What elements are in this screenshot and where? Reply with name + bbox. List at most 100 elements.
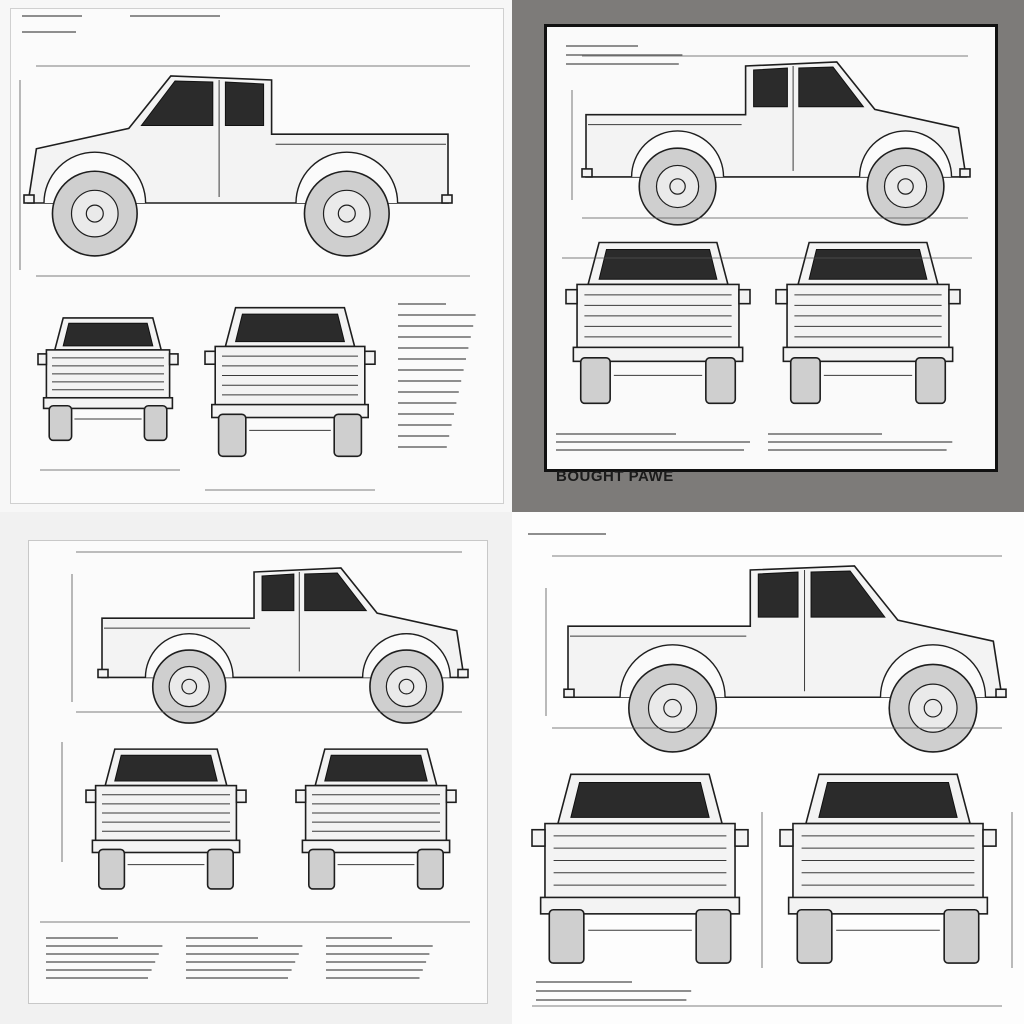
mirror — [531, 828, 546, 847]
mirror — [775, 288, 788, 305]
tire — [705, 357, 737, 405]
rear-bumper — [441, 194, 453, 204]
cab-window — [324, 754, 428, 782]
bumper — [301, 839, 451, 854]
mirror — [295, 789, 307, 804]
mirror — [364, 350, 376, 366]
end-view-truck — [37, 317, 179, 442]
bumper — [91, 839, 241, 854]
bumper — [572, 346, 744, 363]
mirror — [235, 789, 247, 804]
cab-window — [808, 248, 928, 280]
blueprint-panel-bottom-left — [0, 512, 512, 1024]
end-view-truck — [295, 748, 457, 890]
mirror — [445, 789, 457, 804]
mirror — [738, 288, 751, 305]
tire — [695, 908, 732, 964]
front-bumper — [457, 668, 469, 679]
tailgate — [786, 283, 950, 352]
side-window — [304, 572, 368, 612]
tire — [579, 357, 611, 405]
end-view-truck — [779, 773, 997, 964]
bumper — [782, 346, 954, 363]
rear-bumper — [581, 168, 593, 178]
cab-window — [62, 322, 154, 347]
mirror — [85, 789, 97, 804]
tire — [416, 848, 444, 890]
tire — [308, 848, 336, 890]
truck-drawing — [528, 533, 1013, 1007]
panel-caption: BOUGHT PAWE — [556, 468, 674, 485]
tailgate — [792, 822, 984, 903]
mirror — [168, 353, 179, 366]
tire — [943, 908, 980, 964]
bumper — [787, 896, 989, 915]
end-view-truck — [204, 306, 376, 458]
wheel-hub — [337, 204, 356, 223]
blueprint-panel-top-left — [0, 0, 512, 512]
rear-bumper — [97, 668, 109, 679]
side-view-truck — [23, 75, 453, 257]
front-bumper — [959, 168, 971, 178]
tire — [217, 413, 247, 458]
bumper — [42, 396, 174, 410]
bumper — [211, 403, 369, 419]
tire — [548, 908, 585, 964]
side-view-truck — [97, 567, 469, 724]
bumper — [539, 896, 741, 915]
mirror — [779, 828, 794, 847]
wheel-hub — [897, 178, 914, 195]
tailgate — [576, 283, 740, 352]
side-window — [140, 80, 214, 126]
mirror — [734, 828, 749, 847]
truck-drawing — [19, 15, 476, 491]
rear-bumper — [563, 688, 575, 699]
end-view-truck — [775, 241, 961, 405]
mirror — [982, 828, 997, 847]
cab-window — [598, 248, 718, 280]
cab-window — [570, 782, 710, 818]
tire — [789, 357, 821, 405]
wheel-hub — [85, 204, 104, 223]
side-window — [810, 570, 886, 618]
tailgate — [94, 784, 238, 845]
tire — [48, 404, 73, 442]
mirror — [37, 353, 48, 366]
end-view-truck — [85, 748, 247, 890]
wheel-hub — [923, 698, 943, 718]
rear-window — [757, 571, 799, 618]
mirror — [204, 350, 216, 366]
end-view-truck — [565, 241, 751, 405]
tailgate — [214, 345, 366, 409]
tire — [98, 848, 126, 890]
tailgate — [544, 822, 736, 903]
mirror — [565, 288, 578, 305]
tire — [143, 404, 168, 442]
side-window — [798, 66, 865, 108]
side-view-truck — [581, 61, 971, 226]
tailgate — [304, 784, 448, 845]
front-bumper — [995, 688, 1007, 699]
cab-window — [234, 313, 346, 343]
mirror — [948, 288, 961, 305]
side-view-truck — [563, 565, 1007, 753]
tire — [206, 848, 234, 890]
wheel-hub — [663, 698, 682, 718]
wheel-hub — [181, 678, 198, 695]
rear-window — [224, 81, 265, 126]
wheel-hub — [669, 178, 686, 195]
cab-window — [114, 754, 218, 782]
blueprint-panel-top-right: BOUGHT PAWE — [512, 0, 1024, 512]
rear-window — [261, 573, 295, 612]
tire — [333, 413, 363, 458]
end-view-truck — [531, 773, 749, 964]
wheel-hub — [398, 678, 415, 695]
truck-drawing — [40, 551, 470, 979]
tire — [915, 357, 947, 405]
front-bumper — [23, 194, 35, 204]
rear-window — [753, 67, 788, 108]
tire — [796, 908, 833, 964]
blueprint-panel-bottom-right — [512, 512, 1024, 1024]
truck-drawing — [556, 45, 972, 451]
cab-window — [818, 782, 958, 818]
